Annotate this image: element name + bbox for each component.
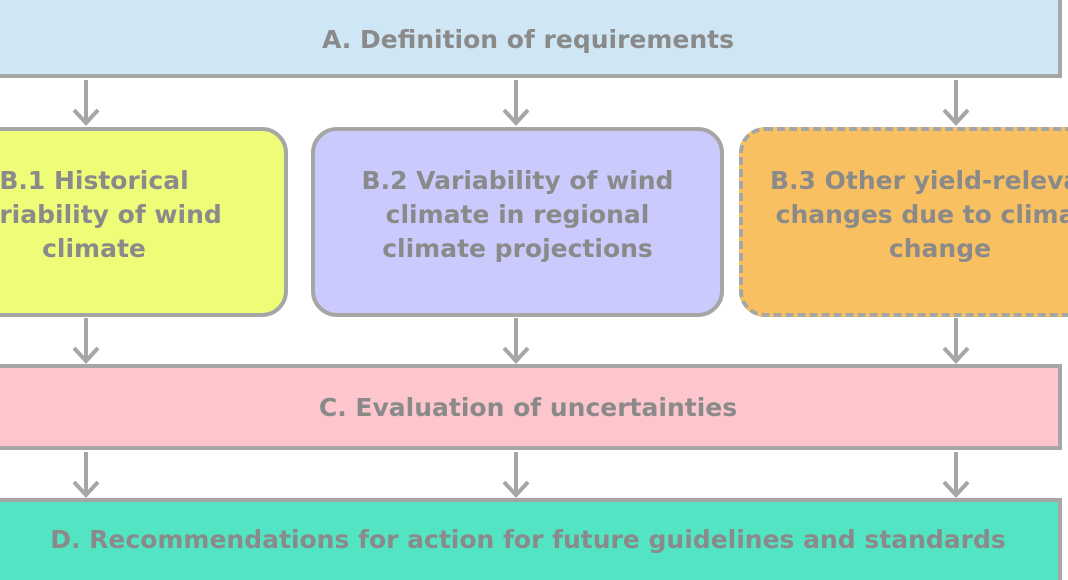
arrow-a-to-b1	[72, 80, 100, 126]
arrow-b1-to-c	[72, 318, 100, 364]
step-b1-label: B.1 Historical variability of wind clima…	[0, 166, 222, 263]
step-d-recommendations: D. Recommendations for action for future…	[0, 498, 1062, 580]
step-d-label: D. Recommendations for action for future…	[50, 524, 1006, 554]
arrow-c-to-d-center	[502, 452, 530, 498]
step-b2-regional-climate-projections: B.2 Variability of wind climate in regio…	[311, 127, 724, 317]
arrow-b3-to-c	[942, 318, 970, 364]
step-b3-other-yield-relevant-changes: B.3 Other yield-relevant changes due to …	[739, 127, 1068, 317]
step-a-definition-of-requirements: A. Definition of requirements	[0, 0, 1062, 78]
step-a-label: A. Definition of requirements	[321, 24, 735, 54]
step-b1-historical-variability: B.1 Historical variability of wind clima…	[0, 127, 288, 317]
arrow-a-to-b2	[502, 80, 530, 126]
step-c-label: C. Evaluation of uncertainties	[318, 392, 738, 422]
arrow-b2-to-c	[502, 318, 530, 364]
arrow-c-to-d-right	[942, 452, 970, 498]
step-b3-label: B.3 Other yield-relevant changes due to …	[769, 166, 1068, 263]
arrow-c-to-d-left	[72, 452, 100, 498]
step-b2-label: B.2 Variability of wind climate in regio…	[361, 166, 674, 263]
step-c-evaluation-of-uncertainties: C. Evaluation of uncertainties	[0, 364, 1062, 450]
arrow-a-to-b3	[942, 80, 970, 126]
